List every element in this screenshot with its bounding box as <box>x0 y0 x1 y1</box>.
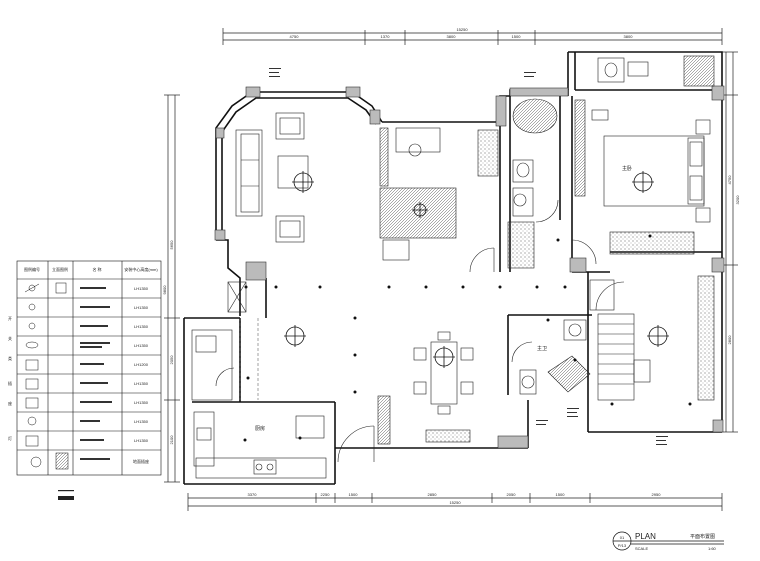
stair-room <box>589 275 715 401</box>
bottom-dim-6: 1500 <box>556 492 566 497</box>
bottom-dim-4: 2850 <box>428 492 438 497</box>
door-swings <box>215 199 625 463</box>
lower-bath-fixtures <box>519 319 591 395</box>
legend-side-label-3: 类 <box>8 355 12 361</box>
title-scale-value: 1:60 <box>708 546 717 551</box>
title-number: 01 <box>620 535 625 540</box>
right-dim-3: 3200 <box>735 195 740 205</box>
left-total-dimension: 9800 <box>162 285 167 295</box>
bottom-dim-1: 3370 <box>248 492 258 497</box>
legend-side-label-5: 座 <box>8 400 12 406</box>
left-dimension-line <box>164 94 180 483</box>
title-block <box>612 531 724 551</box>
legend-code-3: LH1350 <box>134 324 149 329</box>
right-dim-1: 4750 <box>727 175 732 185</box>
legend-header-name: 名 称 <box>92 266 101 272</box>
left-dim-1: 5650 <box>169 240 174 250</box>
legend-name-bars <box>80 287 112 460</box>
downlights <box>243 234 692 442</box>
bottom-dim-3: 1500 <box>349 492 359 497</box>
legend-code-1: LH1350 <box>134 286 149 291</box>
bottom-dimension-line <box>187 493 723 511</box>
legend-code-7: LH1350 <box>134 400 149 405</box>
legend-code-10: 地面插座 <box>133 458 149 464</box>
top-dimension-line <box>222 28 723 45</box>
left-dim-2: 2050 <box>169 355 174 365</box>
bath-label: 主卫 <box>537 345 547 352</box>
legend-side-label-2: 关 <box>8 335 12 341</box>
legend-code-5: LH1200 <box>134 362 149 367</box>
legend-code-6: LH1350 <box>134 381 149 386</box>
right-dimension-line <box>722 51 738 433</box>
ceiling-lights <box>284 171 669 368</box>
legend-header-height: 安装中心高度(mm) <box>124 266 158 272</box>
dining-furniture <box>377 331 474 445</box>
upper-bath-fixtures <box>507 98 558 269</box>
title-sheet: P/13 <box>618 543 627 548</box>
top-dim-5: 3800 <box>624 34 634 39</box>
annotation-marks <box>269 68 668 445</box>
legend-code-2: LH1350 <box>134 305 149 310</box>
legend-code-4: LH1350 <box>134 343 149 348</box>
top-total-dimension: 15250 <box>456 27 468 32</box>
left-dim-3: 2100 <box>169 435 174 445</box>
master-bedroom-label: 主卧 <box>622 165 632 172</box>
legend-side-label-6: 灯 <box>8 435 12 441</box>
legend-table <box>16 260 162 476</box>
legend-code-8: LH1350 <box>134 419 149 424</box>
study-furniture <box>379 127 499 261</box>
master-bedroom-furniture <box>574 55 715 255</box>
legend-footer-mark <box>58 490 74 500</box>
title-drawing-name: 平面布置图 <box>690 533 715 540</box>
legend-code-9: LH1350 <box>134 438 149 443</box>
top-dim-3: 3800 <box>447 34 457 39</box>
legend-side-label-1: 开 <box>8 316 12 321</box>
right-dim-2: 2800 <box>727 335 732 345</box>
legend-symbols <box>24 282 69 470</box>
legend-header-elevation: 立面图例 <box>52 266 68 272</box>
top-dim-2: 1370 <box>381 34 391 39</box>
dashed-partition <box>239 318 259 400</box>
wall-columns <box>214 85 725 449</box>
title-plan: PLAN <box>635 532 656 541</box>
bottom-dim-5: 2050 <box>507 492 517 497</box>
top-dim-1: 4750 <box>290 34 300 39</box>
top-dim-4: 1500 <box>512 34 522 39</box>
bottom-total-dimension: 15250 <box>449 500 461 505</box>
legend-side-label-4: 插 <box>8 380 12 386</box>
bottom-dim-2: 2250 <box>321 492 331 497</box>
legend-header-code: 图例编号 <box>24 266 40 272</box>
living-room-furniture <box>235 112 309 243</box>
kitchen-furniture <box>191 281 327 479</box>
bottom-dim-7: 2950 <box>652 492 662 497</box>
kitchen-label: 厨房 <box>255 425 265 432</box>
title-scale-label: SCALE <box>635 546 648 551</box>
